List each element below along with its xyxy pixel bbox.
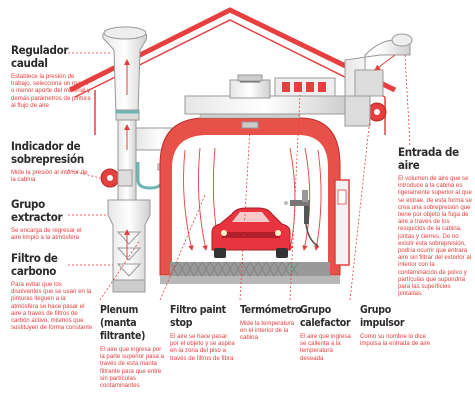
filtro-carbono-desc: Para evitar que los disolventes que se u… (11, 281, 93, 332)
plenum-desc: El aire que ingresa por la parte superio… (100, 346, 165, 390)
impulsor-title: Grupo impulsor (360, 304, 405, 329)
booth (159, 111, 341, 284)
filtro-carbono-title-1: Filtro de (11, 251, 58, 265)
label-plenum: Plenum (manta filtrante) El aire que ing… (100, 304, 166, 389)
extractor-desc: Se encarga de regresar el aire limpio a … (11, 227, 82, 242)
label-indicador-sobrepresion: Indicador de sobrepresión Mide la presió… (11, 139, 91, 184)
impulsor-desc: Como su nombre lo dice impulsa la entrad… (360, 333, 431, 348)
calefactor-title-1: Grupo (300, 304, 331, 316)
plenum-title-1: Plenum (100, 304, 139, 316)
regulador-desc: Establece la presión de trabajo, selecci… (11, 73, 91, 109)
calefactor-desc: El aire que ingresa se calienta a la tem… (300, 333, 351, 362)
indicador-title-1: Indicador de (11, 139, 81, 153)
spray-gun-illustration (284, 190, 319, 247)
car-illustration (211, 207, 291, 258)
supply-duct (184, 33, 413, 127)
label-regulador-caudal: Regulador caudal Establece la presión de… (11, 44, 93, 109)
carbon-filter (107, 199, 151, 293)
plenum-title-2: (manta filtrante) (100, 317, 146, 342)
termometro-desc: Mide la temperatura en el interior de la… (240, 320, 295, 342)
label-filtro-paint-stop: Filtro paint stop El aire se hace pasar … (170, 304, 236, 362)
label-filtro-carbono: Filtro de carbono Para evitar que los di… (11, 251, 93, 332)
filtro-carbono-title-2: carbono (11, 264, 57, 278)
airflow-arrows (183, 147, 322, 251)
extractor-title: Grupo extractor (11, 197, 63, 224)
thermometer-icon (241, 121, 259, 129)
entrada-desc: El volumen de aire que se introduce a la… (398, 175, 472, 298)
termometro-title: Termómetro (240, 304, 302, 316)
calefactor-title-2: calefactor (300, 317, 351, 329)
label-entrada-aire: Entrada de aire El volumen de aire que s… (398, 145, 472, 298)
entrada-title: Entrada de aire (398, 145, 459, 172)
filtro-paint-title: Filtro paint stop (170, 304, 226, 329)
label-grupo-impulsor: Grupo impulsor Como su nombre lo dice im… (360, 304, 432, 347)
filtro-paint-desc: El aire se hace pasar por el objeto y se… (170, 333, 235, 362)
indicador-desc: Mide la presión al interior de la cabina (11, 169, 88, 184)
label-termometro: Termómetro Mide la temperatura en el int… (240, 304, 302, 342)
regulador-title: Regulador caudal (11, 43, 69, 70)
indicador-title-2: sobrepresión (11, 152, 84, 166)
leader-lines (67, 52, 411, 301)
label-grupo-calefactor: Grupo calefactor El aire que ingresa se … (300, 304, 356, 362)
label-grupo-extractor: Grupo extractor Se encarga de regresar e… (11, 197, 93, 242)
